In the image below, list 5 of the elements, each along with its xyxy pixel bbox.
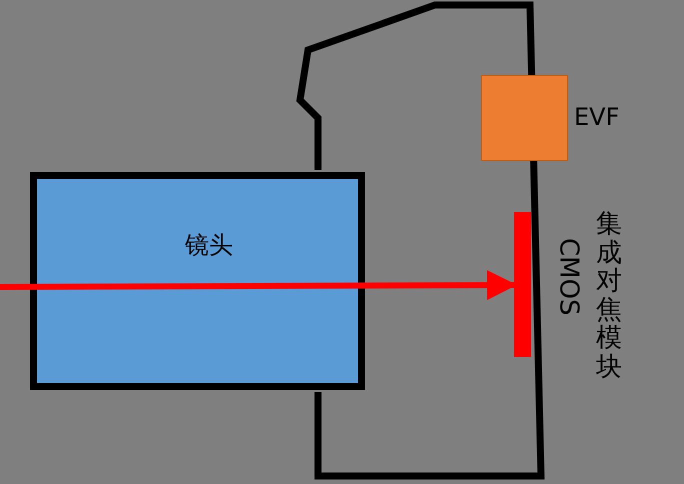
- lens-label: 镜头: [185, 230, 233, 261]
- lens-box: [30, 172, 365, 390]
- sensor-label: CMOS: [554, 238, 583, 316]
- viewfinder-label: EVF: [574, 103, 620, 131]
- focus-module-label: 集成对焦模块: [596, 210, 622, 382]
